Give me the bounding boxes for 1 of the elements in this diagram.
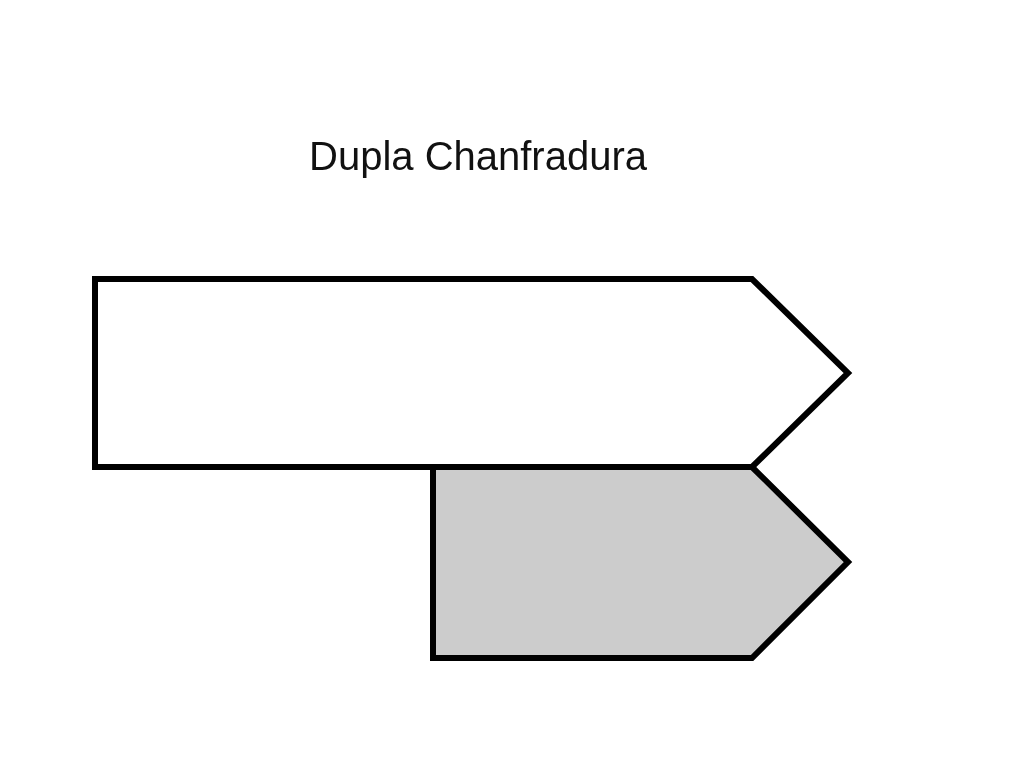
diagram-title: Dupla Chanfradura — [309, 134, 647, 178]
